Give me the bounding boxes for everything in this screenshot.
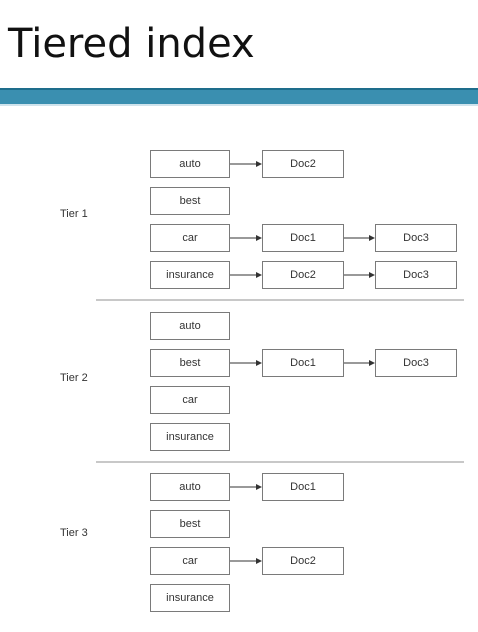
posting-doc-box: Doc3 <box>375 349 457 377</box>
posting-doc-box: Doc3 <box>375 261 457 289</box>
term-box: insurance <box>150 261 230 289</box>
tier-label: Tier 2 <box>60 372 88 384</box>
term-box: car <box>150 224 230 252</box>
posting-doc-box: Doc3 <box>375 224 457 252</box>
title-accent-band <box>0 88 478 104</box>
posting-doc-box: Doc2 <box>262 261 344 289</box>
term-box: insurance <box>150 584 230 612</box>
posting-doc-box: Doc1 <box>262 473 344 501</box>
term-box: car <box>150 547 230 575</box>
term-box: auto <box>150 312 230 340</box>
posting-doc-box: Doc1 <box>262 224 344 252</box>
posting-doc-box: Doc2 <box>262 150 344 178</box>
slide-title: Tiered index <box>8 21 255 67</box>
tier-separator <box>96 299 464 301</box>
term-box: insurance <box>150 423 230 451</box>
term-box: best <box>150 349 230 377</box>
title-accent-band-shadow <box>0 104 478 106</box>
tier-separator <box>96 461 464 463</box>
term-box: best <box>150 510 230 538</box>
tier-label: Tier 3 <box>60 527 88 539</box>
posting-doc-box: Doc2 <box>262 547 344 575</box>
term-box: best <box>150 187 230 215</box>
term-box: auto <box>150 473 230 501</box>
tier-label: Tier 1 <box>60 208 88 220</box>
posting-doc-box: Doc1 <box>262 349 344 377</box>
term-box: car <box>150 386 230 414</box>
term-box: auto <box>150 150 230 178</box>
